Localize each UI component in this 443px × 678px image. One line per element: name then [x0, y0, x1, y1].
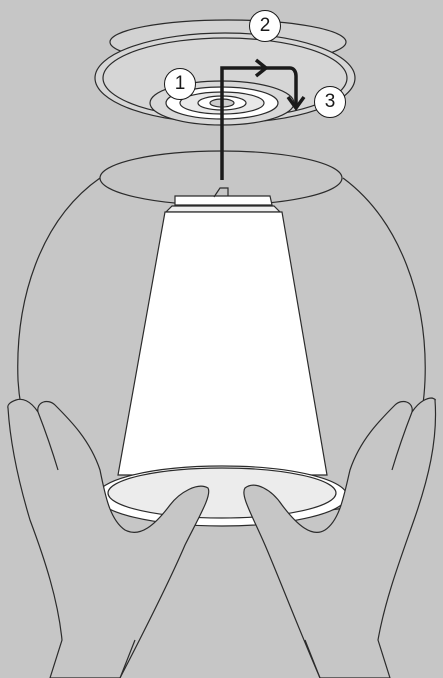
step-3-callout: 3 — [314, 86, 346, 118]
step-1-callout: 1 — [164, 68, 196, 100]
step-2-callout: 2 — [249, 10, 281, 42]
lamp-shade — [97, 188, 347, 526]
